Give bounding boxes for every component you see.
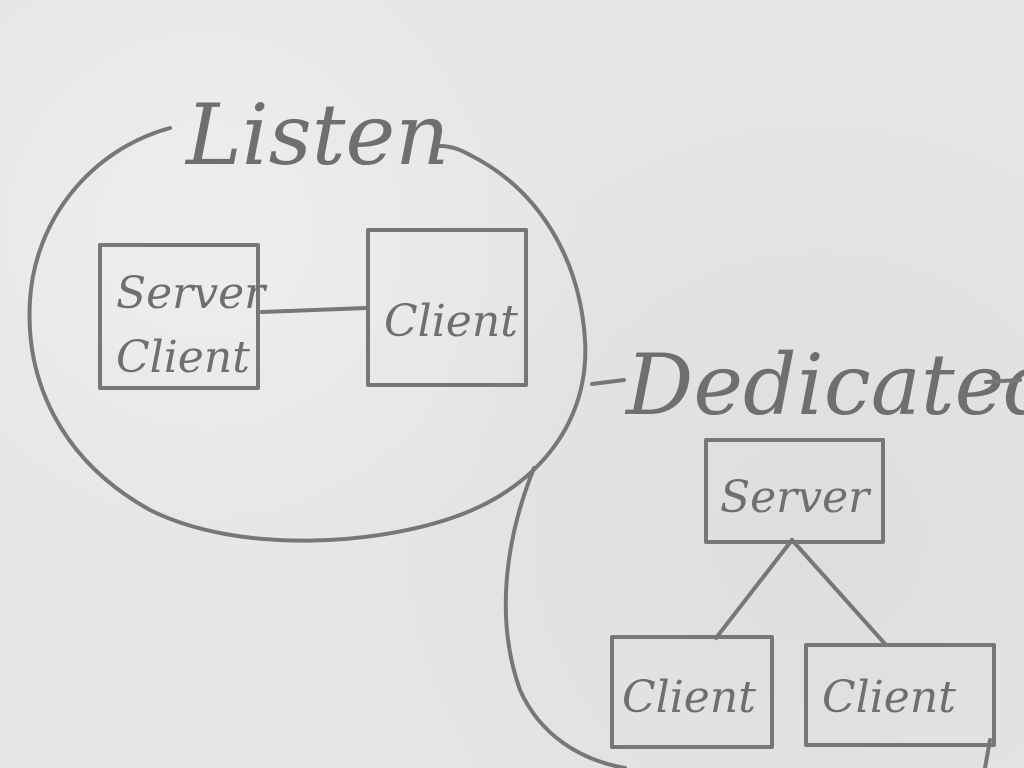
listen-client-label: Client <box>384 296 518 347</box>
listen-connection-line <box>260 306 368 314</box>
dedicated-server-label: Server <box>720 472 872 523</box>
dedicated-link-right <box>790 538 888 647</box>
dedicated-title: Dedicated <box>624 336 1024 434</box>
listen-group-outline <box>27 126 588 543</box>
dedicated-link-left <box>714 538 794 640</box>
dedicated-group-outline <box>503 466 627 768</box>
listen-server-label: Server <box>116 268 268 319</box>
listen-title: Listen <box>184 86 449 184</box>
dedicated-client-right-label: Client <box>822 672 956 723</box>
dedicated-right-dash <box>984 378 1022 384</box>
dedicated-client-right-box <box>804 643 996 747</box>
dedicated-left-dash <box>590 378 626 386</box>
dedicated-client-left-label: Client <box>622 672 756 723</box>
dedicated-client-left-box <box>610 635 774 749</box>
listen-client-box <box>366 228 528 387</box>
listen-server-client-box <box>98 243 260 390</box>
listen-server-client-label: Client <box>116 332 250 383</box>
